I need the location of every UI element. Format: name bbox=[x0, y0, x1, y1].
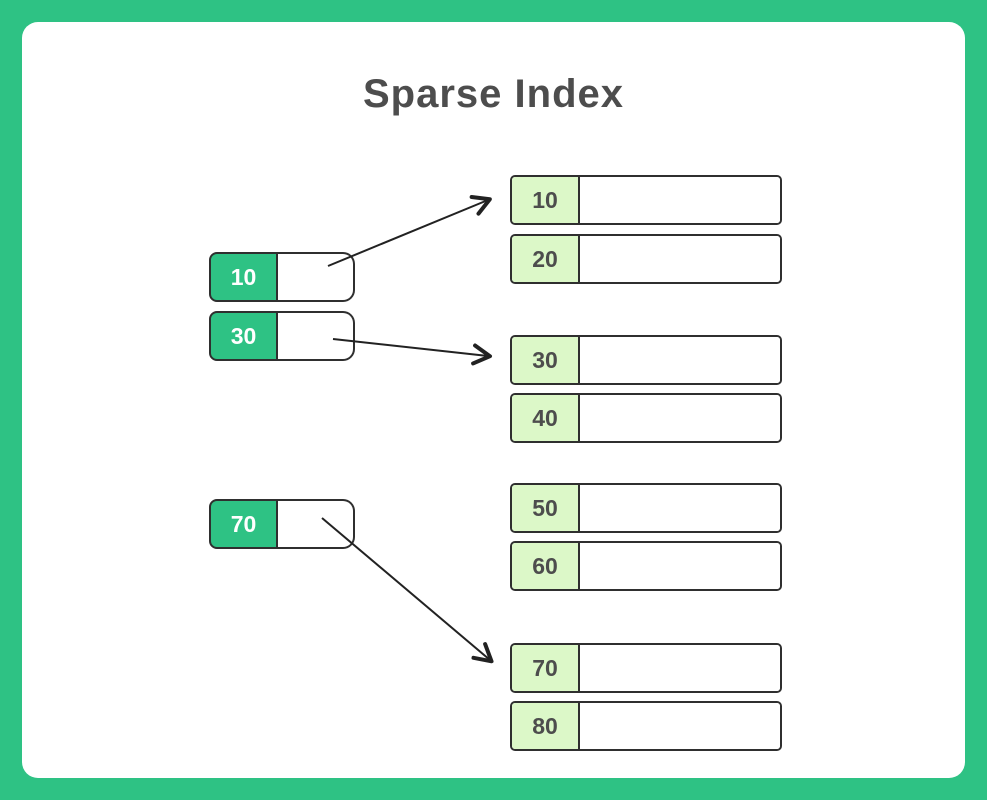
data-key-cell: 70 bbox=[512, 645, 580, 691]
data-row: 20 bbox=[510, 234, 782, 284]
data-value-cell bbox=[580, 645, 780, 691]
data-key-cell: 10 bbox=[512, 177, 580, 223]
page-title: Sparse Index bbox=[362, 72, 624, 116]
index-pointer-cell bbox=[278, 311, 355, 361]
data-value-cell bbox=[580, 177, 780, 223]
data-value-cell bbox=[580, 485, 780, 531]
data-row: 30 bbox=[510, 335, 782, 385]
data-key-cell: 30 bbox=[512, 337, 580, 383]
data-row: 50 bbox=[510, 483, 782, 533]
data-key-cell: 60 bbox=[512, 543, 580, 589]
index-entry: 30 bbox=[209, 311, 355, 361]
data-value-cell bbox=[580, 703, 780, 749]
index-pointer-cell bbox=[278, 252, 355, 302]
index-pointer-cell bbox=[278, 499, 355, 549]
index-key-label: 30 bbox=[230, 322, 257, 349]
data-value-cell bbox=[580, 543, 780, 589]
index-key-cell: 30 bbox=[209, 311, 278, 361]
data-value-cell bbox=[580, 337, 780, 383]
index-key-label: 70 bbox=[230, 510, 257, 537]
index-entry: 70 bbox=[209, 499, 355, 549]
index-entry: 10 bbox=[209, 252, 355, 302]
data-key-cell: 50 bbox=[512, 485, 580, 531]
data-value-cell bbox=[580, 236, 780, 282]
data-row: 70 bbox=[510, 643, 782, 693]
data-value-cell bbox=[580, 395, 780, 441]
data-key-cell: 80 bbox=[512, 703, 580, 749]
data-row: 40 bbox=[510, 393, 782, 443]
data-row: 60 bbox=[510, 541, 782, 591]
index-key-cell: 70 bbox=[209, 499, 278, 549]
data-key-cell: 40 bbox=[512, 395, 580, 441]
diagram-card bbox=[22, 22, 965, 778]
data-key-cell: 20 bbox=[512, 236, 580, 282]
data-row: 10 bbox=[510, 175, 782, 225]
index-key-label: 10 bbox=[230, 263, 257, 290]
data-row: 80 bbox=[510, 701, 782, 751]
index-key-cell: 10 bbox=[209, 252, 278, 302]
